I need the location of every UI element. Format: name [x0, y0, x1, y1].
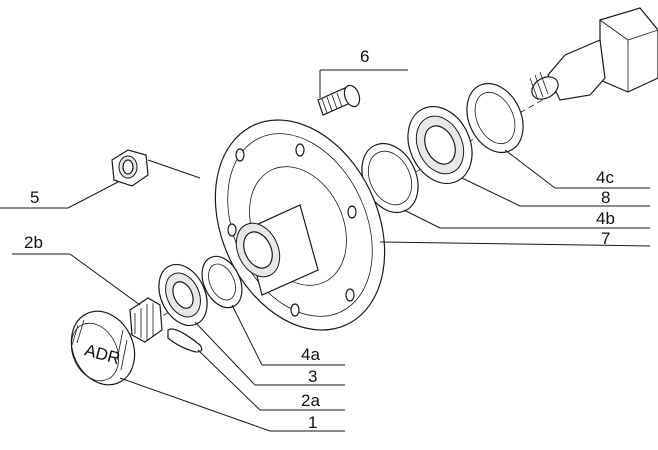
cap-1-part: ADR: [70, 310, 136, 386]
bearing-8-part: [407, 105, 473, 185]
leader-2a: [197, 349, 261, 411]
callout-4b: 4b: [596, 209, 615, 228]
lugnut-5-part: [111, 149, 149, 187]
leader-5: [67, 181, 119, 209]
callout-3: 3: [308, 367, 317, 386]
callout-8: 8: [601, 188, 610, 207]
leader-7: [379, 241, 651, 247]
hub-7-part: [214, 119, 386, 331]
callout-5: 5: [30, 188, 39, 207]
leader-1: [119, 377, 271, 432]
leader-2b: [69, 253, 141, 306]
ring-4a-part: [201, 255, 243, 309]
leader-4a: [231, 304, 263, 366]
seal-4c-part: [466, 82, 524, 154]
leader-8: [461, 177, 521, 207]
stud-part: [317, 84, 361, 116]
bearing-3-part: [158, 263, 208, 327]
callout-4a: 4a: [301, 345, 320, 364]
callout-2a: 2a: [301, 391, 320, 410]
callout-7: 7: [601, 229, 610, 248]
callout-6: 6: [360, 47, 369, 66]
callout-2b: 2b: [24, 233, 43, 252]
callout-4c: 4c: [596, 168, 614, 187]
nut-2b-part: [129, 297, 163, 343]
spindle-part: [529, 7, 658, 101]
leader-4b: [403, 209, 441, 229]
leader-4c: [504, 149, 556, 189]
leader-3: [194, 321, 256, 386]
pin-2a-part: [167, 328, 203, 353]
callout-1: 1: [308, 413, 317, 432]
leader-5b: [147, 159, 201, 179]
